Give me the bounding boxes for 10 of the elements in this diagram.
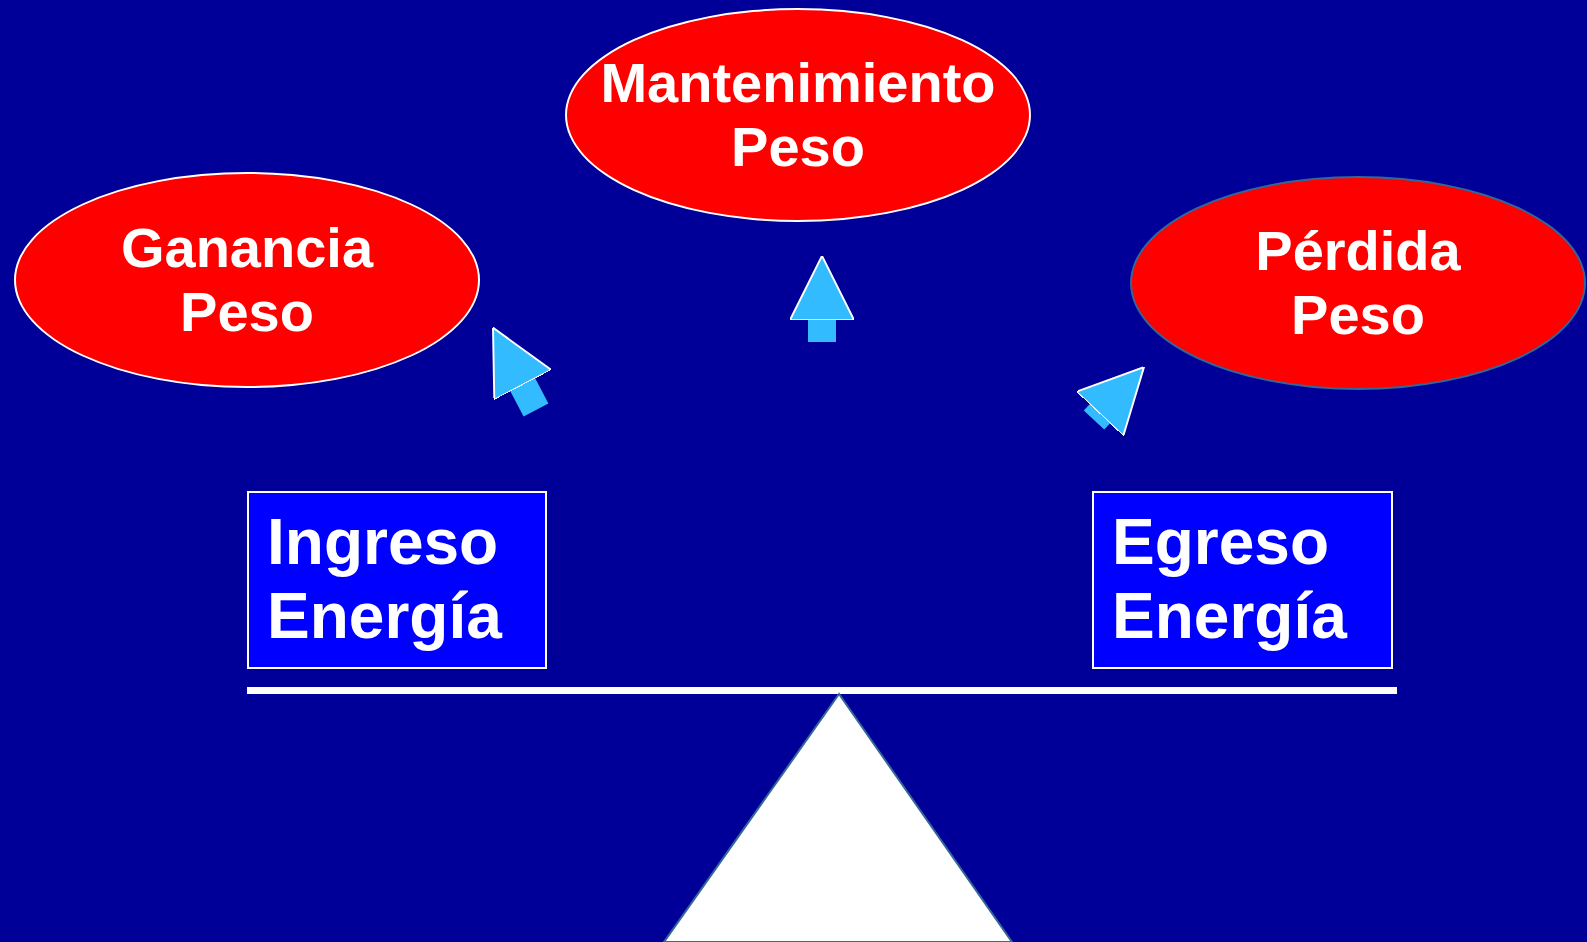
block-arrow [788,254,856,342]
ellipse-label: Mantenimiento Peso [599,50,997,180]
ellipse-label: Pérdida Peso [1254,218,1462,348]
box-label: Ingreso Energía [267,506,504,654]
ellipse-label: Ganancia Peso [119,215,375,345]
block-arrow [492,326,553,417]
energy-box [247,491,547,669]
energy-box [1092,491,1393,669]
box-label: Egreso Energía [1112,506,1349,654]
block-arrow [1075,366,1145,437]
